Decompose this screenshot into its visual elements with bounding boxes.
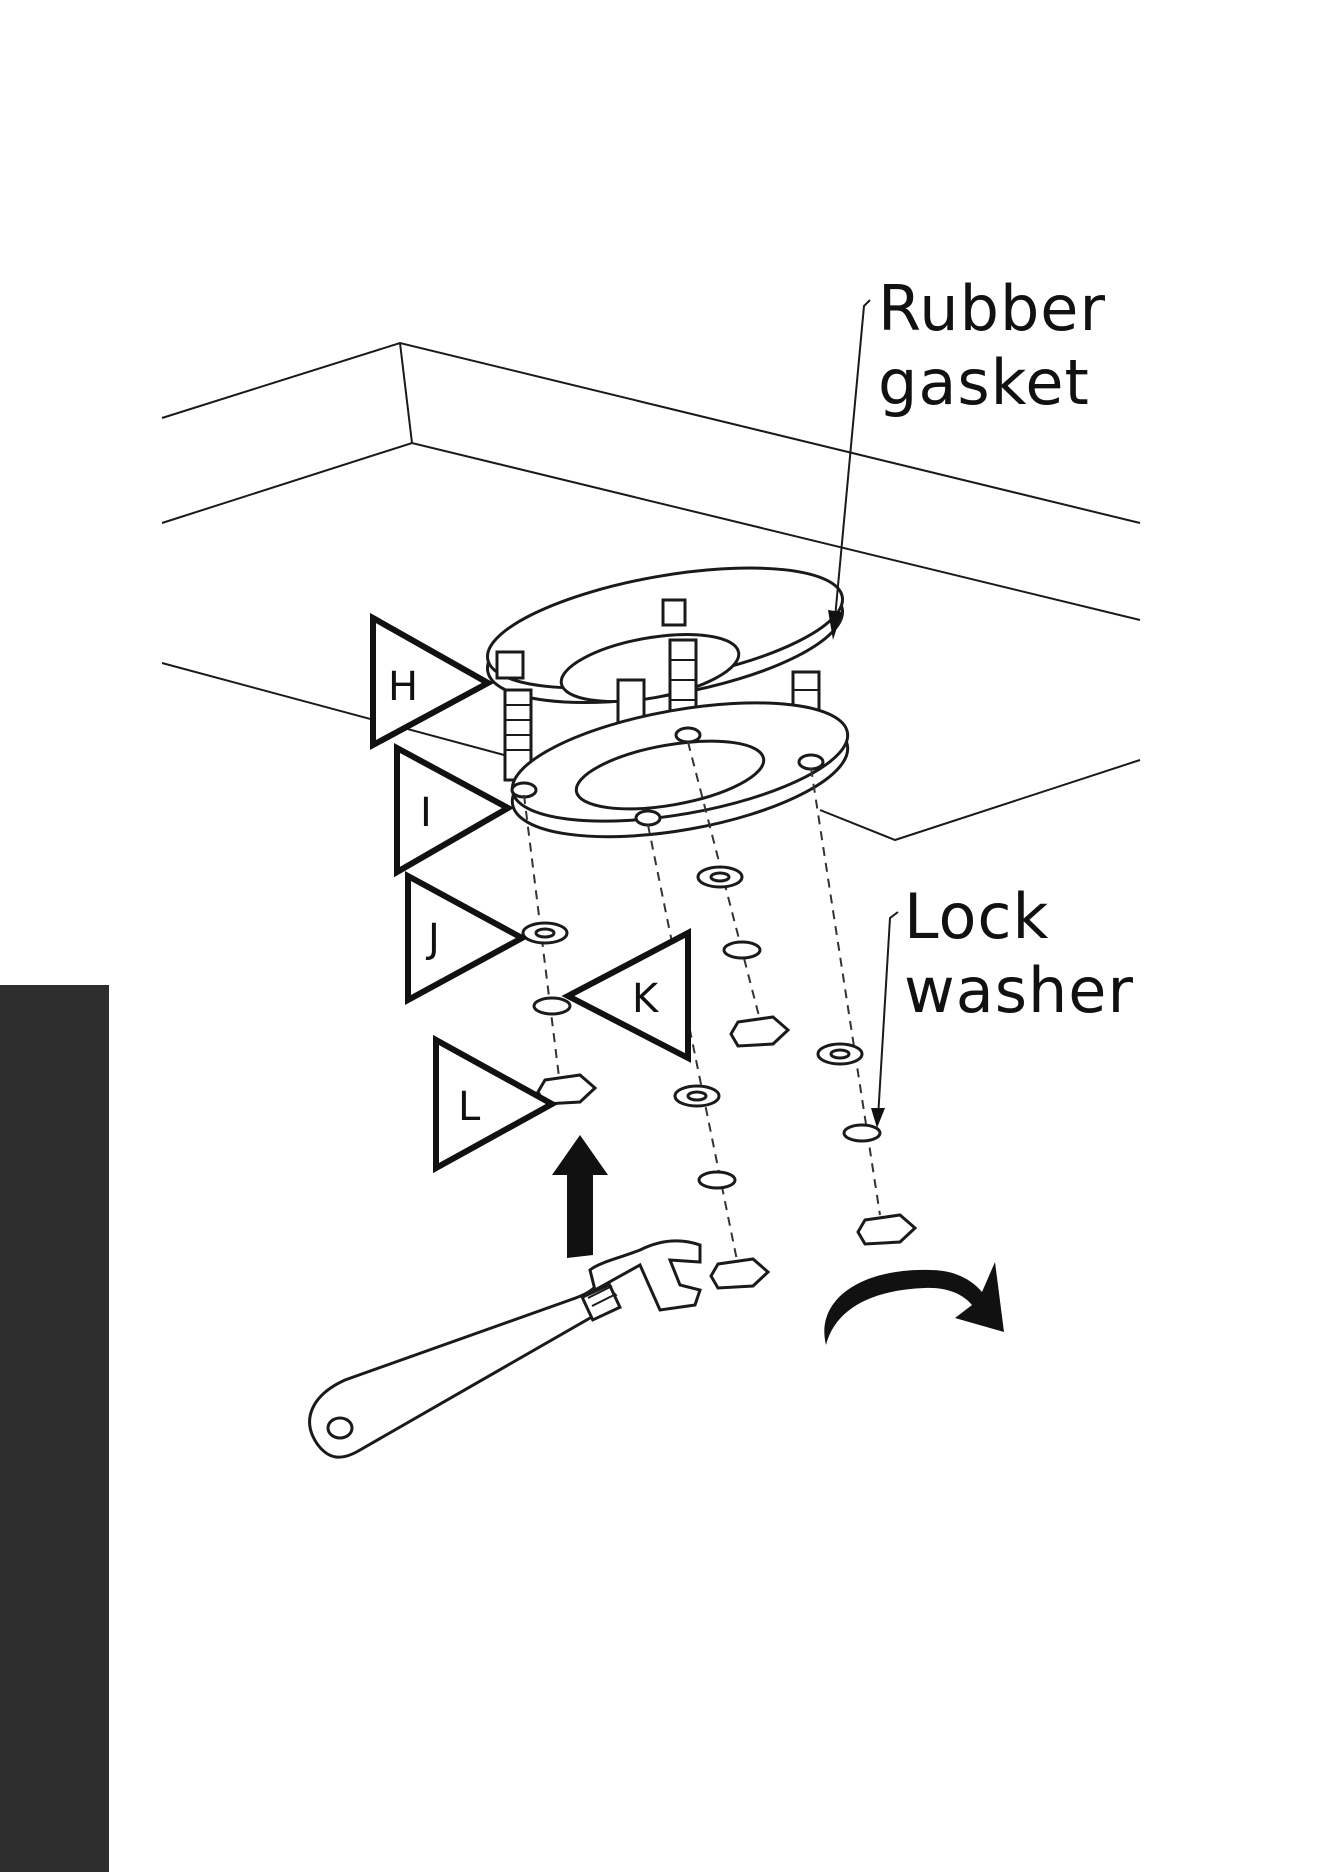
part-tag-h-label: H	[388, 664, 418, 710]
part-tag-j: J	[408, 876, 522, 1000]
up-arrow-icon	[552, 1135, 608, 1258]
rubber-gasket-label-line1: Rubber	[878, 272, 1106, 346]
lock-washer-label-line2: washer	[904, 954, 1134, 1028]
part-tag-k-label: K	[632, 976, 660, 1022]
part-tag-h: H	[373, 618, 488, 745]
mounting-ring	[503, 681, 857, 858]
part-tag-k: K	[568, 933, 688, 1058]
callout-leader-lines	[828, 300, 898, 1128]
lock-washer-label: Lock washer	[904, 880, 1134, 1028]
clockwise-arrow-icon	[824, 1262, 1004, 1345]
lock-washer-label-line1: Lock	[904, 880, 1134, 954]
part-tag-j-label: J	[425, 916, 440, 962]
wrench-icon	[310, 1241, 700, 1457]
part-tag-l-label: L	[458, 1084, 481, 1130]
rubber-gasket-label-line2: gasket	[878, 346, 1106, 420]
part-tag-i-label: I	[420, 790, 432, 836]
part-tag-i: I	[397, 748, 508, 872]
part-tag-l: L	[436, 1040, 552, 1168]
rubber-gasket-label: Rubber gasket	[878, 272, 1106, 420]
